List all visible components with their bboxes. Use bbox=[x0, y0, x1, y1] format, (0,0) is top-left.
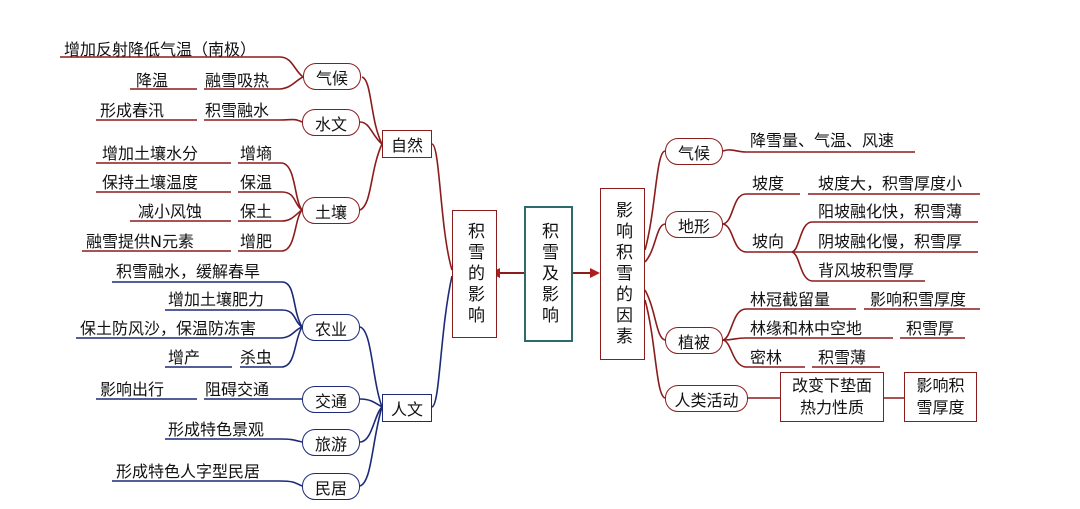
soil-item-3: 保持土壤温度 bbox=[102, 173, 199, 192]
traffic-item-2: 阻碍交通 bbox=[205, 380, 270, 399]
hydro-item-1: 形成春汛 bbox=[100, 101, 165, 120]
human-change-box: 改变下垫面热力性质 bbox=[780, 372, 884, 422]
agri-item-2: 增加土壤肥力 bbox=[168, 290, 265, 309]
veg-item-1: 林冠截留量 bbox=[750, 290, 831, 309]
soil-item-5: 减小风蚀 bbox=[138, 202, 203, 221]
node-tourism: 旅游 bbox=[302, 429, 360, 456]
veg-item-5: 密林 bbox=[750, 348, 783, 367]
terrain-aspect-item-2: 阴坡融化慢，积雪厚 bbox=[818, 232, 963, 251]
center-topic: 积雪及影响 bbox=[524, 206, 573, 342]
veg-item-3: 林缘和林中空地 bbox=[750, 319, 863, 338]
center-right-arrowhead bbox=[590, 268, 600, 278]
hydro-item-2: 积雪融水 bbox=[205, 101, 270, 120]
terrain-aspect-item-3: 背风坡积雪厚 bbox=[818, 261, 915, 280]
right-main-topic: 影响积雪的因素 bbox=[600, 188, 645, 360]
traffic-item-1: 影响出行 bbox=[100, 380, 165, 399]
soil-item-8: 增肥 bbox=[240, 232, 273, 251]
node-hydro: 水文 bbox=[302, 109, 360, 136]
soil-item-1: 增加土壤水分 bbox=[102, 144, 199, 163]
climate-item-1: 增加反射降低气温（南极） bbox=[64, 40, 257, 59]
climate-item-2: 降温 bbox=[136, 71, 169, 90]
link-left-human bbox=[431, 275, 453, 408]
veg-item-2: 影响积雪厚度 bbox=[870, 290, 967, 309]
node-nature: 自然 bbox=[382, 130, 432, 158]
node-soil: 土壤 bbox=[302, 197, 360, 224]
agri-item-4: 增产 bbox=[168, 348, 201, 367]
agri-item-1: 积雪融水，缓解春旱 bbox=[116, 262, 261, 281]
human-effect-box: 影响积雪厚度 bbox=[904, 372, 977, 422]
veg-item-4: 积雪厚 bbox=[906, 319, 955, 338]
factor-climate-item: 降雪量、气温、风速 bbox=[750, 131, 895, 150]
node-factor-human: 人类活动 bbox=[665, 385, 748, 412]
veg-item-6: 积雪薄 bbox=[818, 348, 867, 367]
terrain-slope-item: 坡度大，积雪厚度小 bbox=[818, 174, 963, 193]
climate-item-3: 融雪吸热 bbox=[205, 71, 270, 90]
node-climate: 气候 bbox=[303, 63, 361, 90]
terrain-slope: 坡度 bbox=[752, 174, 785, 193]
node-human: 人文 bbox=[382, 394, 432, 422]
node-factor-climate: 气候 bbox=[665, 138, 723, 165]
soil-item-4: 保温 bbox=[240, 173, 273, 192]
soil-item-2: 增墒 bbox=[240, 144, 273, 163]
terrain-aspect-item-1: 阳坡融化快，积雪薄 bbox=[818, 202, 963, 221]
node-factor-vegetation: 植被 bbox=[665, 327, 723, 354]
tour-item-1: 形成特色景观 bbox=[168, 420, 265, 439]
link-left-nature bbox=[431, 143, 453, 271]
agri-item-3: 保土防风沙，保温防冻害 bbox=[80, 319, 257, 338]
agri-item-5: 杀虫 bbox=[240, 348, 273, 367]
node-agriculture: 农业 bbox=[302, 314, 360, 341]
left-main-topic: 积雪的影响 bbox=[452, 210, 497, 338]
house-item-1: 形成特色人字型民居 bbox=[116, 462, 261, 481]
soil-item-6: 保土 bbox=[240, 202, 273, 221]
node-housing: 民居 bbox=[302, 473, 360, 500]
terrain-aspect: 坡向 bbox=[752, 232, 785, 251]
soil-item-7: 融雪提供N元素 bbox=[86, 232, 194, 251]
node-traffic: 交通 bbox=[302, 386, 360, 413]
node-factor-terrain: 地形 bbox=[665, 211, 723, 238]
